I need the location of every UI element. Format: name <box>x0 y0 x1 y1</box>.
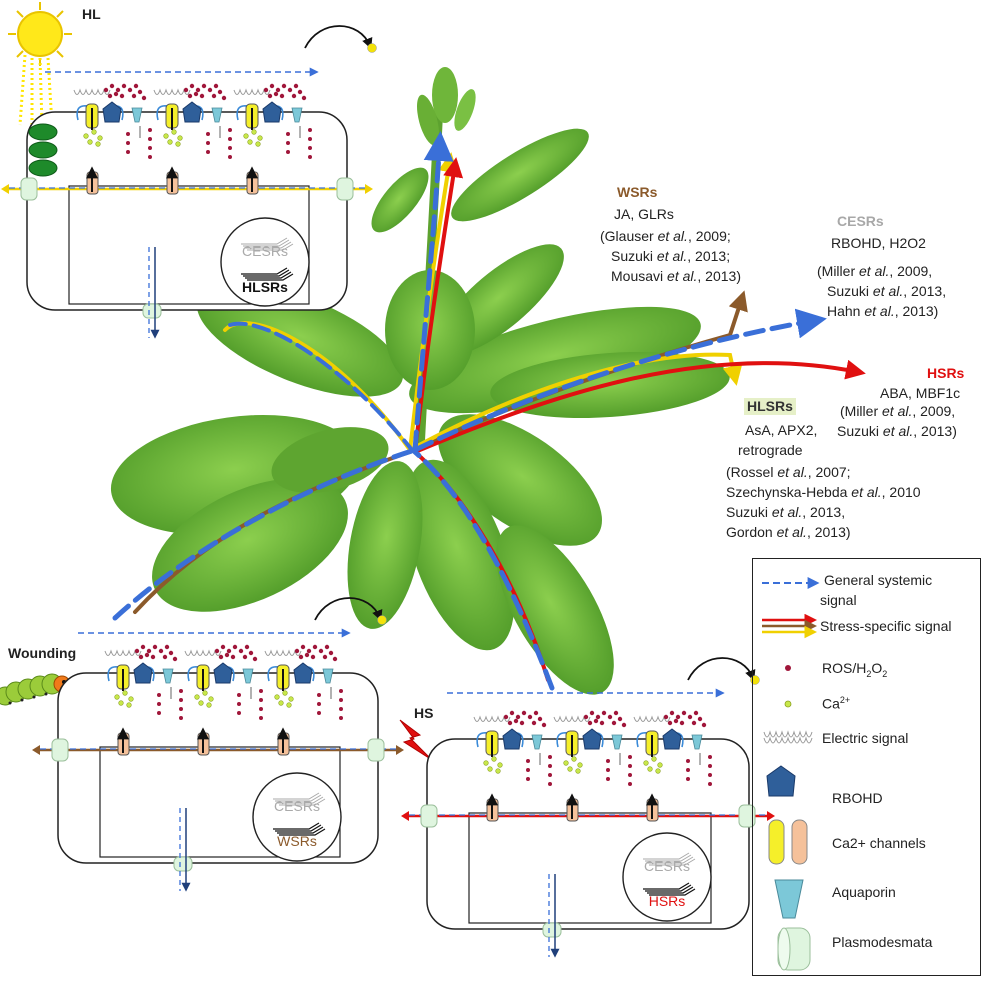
chloroplast-icon <box>28 159 58 177</box>
hs-cell <box>401 657 775 958</box>
legend-plasmodesmata-label: Plasmodesmata <box>832 934 933 950</box>
aquaporin-icon <box>691 734 703 750</box>
hs-label: HS <box>414 705 434 721</box>
legend-rbohd-icon <box>766 765 796 797</box>
hl-cell <box>1 25 377 339</box>
legend-plasmodesmata-icon <box>777 927 811 971</box>
wound-cell <box>32 597 404 892</box>
plasmodesmata-icon <box>542 922 562 938</box>
rbohd-icon <box>213 662 233 684</box>
systemic-signal-paths <box>112 131 866 691</box>
aquaporin-icon <box>531 734 543 750</box>
cell-curved-arrow <box>687 657 756 682</box>
rbohd-icon <box>502 728 522 750</box>
aquaporin-icon <box>291 107 303 123</box>
nucleus-box <box>68 185 310 305</box>
nucleus-box <box>468 812 712 924</box>
chloroplast-icon <box>28 141 58 159</box>
legend-rbohd-label: RBOHD <box>832 790 883 806</box>
legend-ros-icon <box>785 665 791 671</box>
caterpillar-icon <box>0 673 71 706</box>
plasmodesmata-icon <box>20 177 38 201</box>
wound-cell-wsrs-label: WSRs <box>277 833 317 849</box>
legend-aquaporin-label: Aquaporin <box>832 884 896 900</box>
legend-stress-icon <box>762 613 817 639</box>
legend-general-label-1: General systemic <box>824 572 933 588</box>
hs-cell-cesrs-label: CESRs <box>644 858 690 874</box>
rbohd-icon <box>662 728 682 750</box>
nucleus-box <box>99 746 341 858</box>
wsrs-ref-1: Suzuki et al., 2013; <box>611 248 731 264</box>
hlsrs-ref-3: Gordon et al., 2013) <box>726 524 851 540</box>
cell-curved-arrow <box>314 597 383 622</box>
aquaporin-icon <box>162 668 174 684</box>
cesrs-ref-1: Suzuki et al., 2013, <box>827 283 947 299</box>
legend-electric-icon <box>763 730 813 744</box>
plasmodesmata-icon <box>51 738 69 762</box>
legend-ca-icon <box>784 700 792 708</box>
aquaporin-icon <box>211 107 223 123</box>
cesrs-title: CESRs <box>837 213 884 229</box>
plasmodesmata-icon <box>367 738 385 762</box>
plasmodesmata-icon <box>173 856 193 872</box>
legend-box <box>752 558 981 976</box>
hlsrs-line2: retrograde <box>738 442 803 458</box>
response-circle <box>220 217 310 307</box>
cell-curved-arrow <box>304 25 373 50</box>
hl-label: HL <box>82 6 101 22</box>
sun-icon <box>8 2 72 126</box>
hlsrs-ref-1: Szechynska-Hebda et al., 2010 <box>726 484 921 500</box>
hl-cell-cesrs-label: CESRs <box>242 243 288 259</box>
hsrs-line1: ABA, MBF1c <box>880 385 961 401</box>
plasmodesmata-icon <box>420 804 438 828</box>
wsrs-ref-2: Mousavi et al., 2013) <box>611 268 741 284</box>
hlsrs-ref-2: Suzuki et al., 2013, <box>726 504 846 520</box>
legend-icons <box>762 577 820 971</box>
plasmodesmata-icon <box>738 804 756 828</box>
cesrs-ref-2: Hahn et al., 2013) <box>827 303 939 319</box>
wound-cell-cesrs-label: CESRs <box>274 798 320 814</box>
hsrs-ref-0: (Miller et al., 2009, <box>840 403 956 419</box>
legend-channels-label: Ca2+ channels <box>832 835 926 851</box>
rbohd-icon <box>262 101 282 123</box>
cesrs-ref-0: (Miller et al., 2009, <box>817 263 933 279</box>
plasmodesmata-icon <box>142 303 162 319</box>
legend-general-label-2: signal <box>820 592 857 608</box>
legend-ca-label: Ca2+ <box>822 695 851 712</box>
legend-electric-label: Electric signal <box>822 730 909 746</box>
rbohd-icon <box>102 101 122 123</box>
aquaporin-icon <box>611 734 623 750</box>
legend-stress-label: Stress-specific signal <box>820 618 952 634</box>
rbohd-icon <box>133 662 153 684</box>
rbohd-icon <box>293 662 313 684</box>
rbohd-icon <box>582 728 602 750</box>
hlsrs-title: HLSRs <box>744 398 796 415</box>
aquaporin-icon <box>242 668 254 684</box>
hl-cell-hlsrs-label: HLSRs <box>242 279 288 295</box>
aquaporin-icon <box>131 107 143 123</box>
response-circle <box>252 772 342 862</box>
hsrs-ref-1: Suzuki et al., 2013) <box>837 423 957 439</box>
legend-aquaporin-icon <box>774 879 804 919</box>
plant-rosette <box>110 67 730 695</box>
legend-ros-label: ROS/H2O2 <box>822 660 888 679</box>
wsrs-title: WSRs <box>617 184 658 200</box>
hsrs-title: HSRs <box>927 365 965 381</box>
legend-channels-icon <box>768 819 808 865</box>
hs-cell-hsrs-label: HSRs <box>648 893 686 909</box>
plasmodesmata-icon <box>336 177 354 201</box>
chloroplast-icon <box>28 123 58 141</box>
wsrs-line1: JA, GLRs <box>614 206 674 222</box>
hlsrs-line1: AsA, APX2, <box>745 422 818 438</box>
aquaporin-icon <box>322 668 334 684</box>
lightning-icon <box>399 719 433 761</box>
cesrs-line1: RBOHD, H2O2 <box>831 235 926 251</box>
wsrs-ref-0: (Glauser et al., 2009; <box>600 228 731 244</box>
hlsrs-ref-0: (Rossel et al., 2007; <box>726 464 851 480</box>
rbohd-icon <box>182 101 202 123</box>
wounding-label: Wounding <box>8 645 77 661</box>
response-circle <box>622 832 712 922</box>
